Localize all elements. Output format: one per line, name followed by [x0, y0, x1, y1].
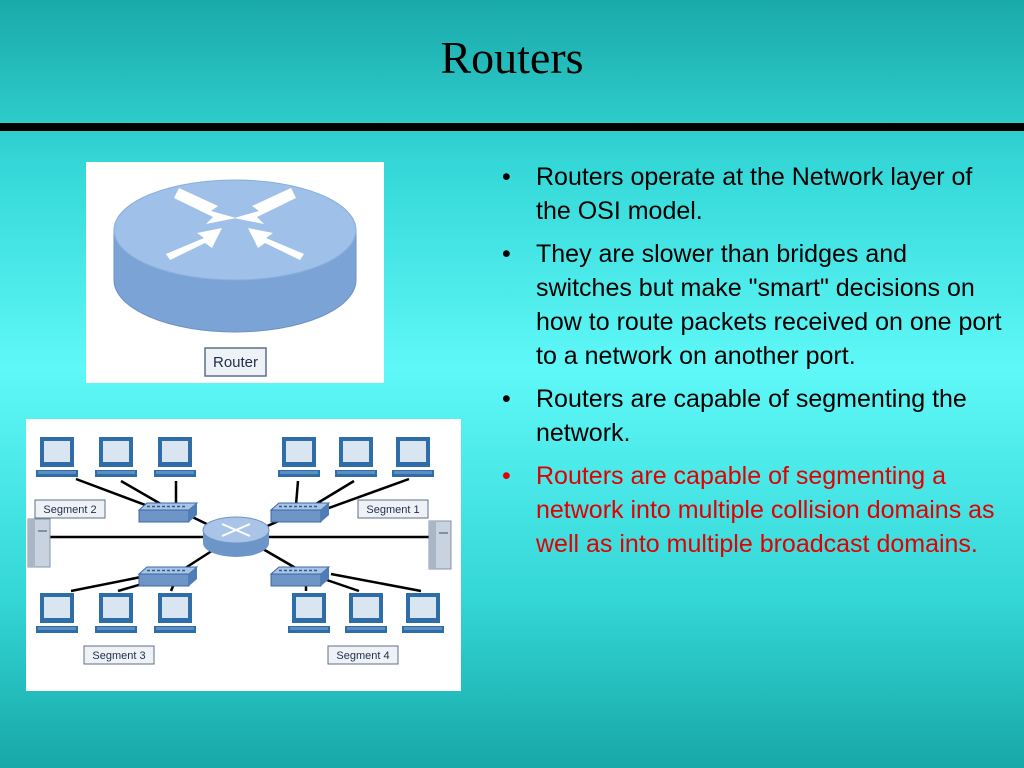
title-divider — [0, 123, 1024, 131]
bullet-text: Routers operate at the Network layer of … — [536, 163, 973, 225]
router-figure: Router — [86, 162, 384, 383]
segment-3-label: Segment 3 — [92, 650, 145, 662]
bullet-item: • Routers are capable of segmenting the … — [494, 382, 1004, 450]
bullet-text: Routers are capable of segmenting the ne… — [536, 385, 967, 447]
segment-4-label: Segment 4 — [336, 650, 389, 662]
bullet-item: • They are slower than bridges and switc… — [494, 237, 1004, 373]
router-icon: Router — [113, 179, 357, 377]
bullet-text: Routers are capable of segmenting a netw… — [536, 462, 995, 558]
segment-2-label: Segment 2 — [43, 504, 96, 516]
bullet-item-highlighted: • Routers are capable of segmenting a ne… — [494, 459, 1004, 561]
bullet-item: • Routers operate at the Network layer o… — [494, 160, 1004, 228]
slide-title: Routers — [440, 32, 584, 83]
bullet-marker: • — [502, 163, 511, 191]
bullet-list: • Routers operate at the Network layer o… — [494, 160, 1004, 570]
router-label: Router — [213, 354, 258, 371]
segment-1-label: Segment 1 — [366, 504, 419, 516]
bullet-marker: • — [502, 240, 511, 268]
bullet-marker: • — [502, 462, 511, 490]
bullet-marker: • — [502, 385, 511, 413]
router-icon — [202, 516, 270, 557]
bullet-text: They are slower than bridges and switche… — [536, 240, 1002, 370]
network-diagram: Segment 2 Segment 1 Segment 3 Segment 4 — [26, 419, 461, 691]
